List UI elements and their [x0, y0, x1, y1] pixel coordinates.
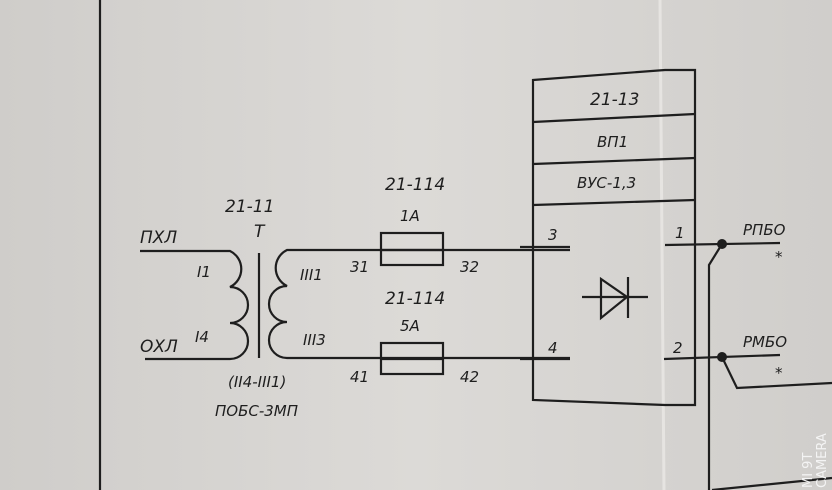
transformer-type: ПОБС-3МП: [215, 402, 298, 420]
transformer: 21-11 T ПХЛ ОХЛ I1 I4 III1 III3 (II4-III…: [140, 197, 570, 420]
camera-watermark: MI 9T CAMERA: [801, 433, 830, 488]
output-label-rpbo: РПБО: [743, 221, 786, 239]
winding-label-i4: I4: [195, 328, 209, 346]
transformer-range: (II4-III1): [228, 373, 286, 391]
fuse-2-pin-out: 42: [460, 368, 479, 386]
output-mark-bottom: *: [775, 364, 783, 382]
winding-label-iii3: III3: [303, 331, 326, 349]
rectifier-frame: [531, 68, 697, 407]
pin-2: 2: [673, 339, 683, 357]
primary-winding: [140, 249, 250, 361]
pin-3: 3: [548, 226, 558, 244]
output-label-rmbo: РМБО: [743, 333, 787, 351]
rectifier-block: 21-13 ВП1 ВУС-1,3 3 4 1 2: [520, 68, 781, 407]
paper-fold: [658, 0, 666, 490]
fuse-1: 21-114 1A 31 32: [350, 175, 479, 276]
transformer-ref: 21-11: [225, 197, 274, 217]
watermark-camera: CAMERA: [815, 433, 830, 488]
fuse-2-ref: 21-114: [385, 289, 445, 309]
rectifier-name: ВП1: [597, 133, 628, 151]
fuse-2: 21-114 5A 41 42: [350, 289, 479, 386]
fuse-1-ref: 21-114: [385, 175, 445, 195]
transformer-symbol: T: [254, 222, 266, 242]
pin-4: 4: [548, 339, 558, 357]
rectifier-type: ВУС-1,3: [577, 174, 636, 192]
label-pxl: ПХЛ: [140, 228, 177, 248]
output-connections: РПБО РМБО * *: [707, 221, 832, 490]
winding-label-iii1: III1: [300, 266, 323, 284]
fuse-2-pin-in: 41: [350, 368, 369, 386]
pin-1: 1: [675, 224, 685, 242]
fuse-2-rating: 5A: [400, 317, 420, 335]
output-mark-top: *: [775, 248, 783, 266]
watermark-model: MI 9T: [801, 453, 816, 488]
fuse-1-pin-in: 31: [350, 258, 369, 276]
fuse-1-rating: 1A: [400, 207, 420, 225]
secondary-winding: [267, 248, 570, 360]
diode-icon: [582, 276, 648, 321]
rectifier-ref: 21-13: [590, 90, 639, 110]
label-oxl: ОХЛ: [140, 337, 178, 357]
fuse-1-pin-out: 32: [460, 258, 479, 276]
winding-label-i1: I1: [197, 263, 211, 281]
